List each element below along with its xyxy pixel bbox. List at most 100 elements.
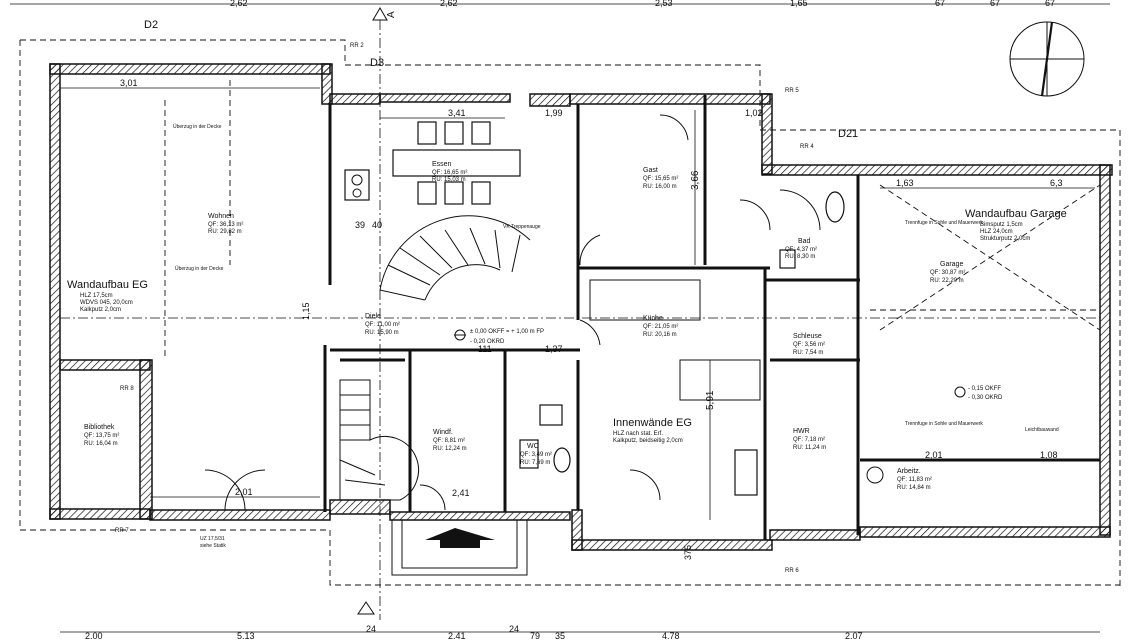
svg-text:Windf.: Windf. xyxy=(433,429,453,436)
svg-text:- 0,15 OKFF: - 0,15 OKFF xyxy=(968,386,1001,392)
svg-text:- 0,20 OKRD: - 0,20 OKRD xyxy=(470,339,505,345)
svg-text:Wandaufbau EG: Wandaufbau EG xyxy=(67,279,148,291)
dim-garage-top: 6,3 xyxy=(1050,178,1063,188)
dim-top-a: 2,62 xyxy=(230,0,248,8)
dim-h5: 1,37 xyxy=(545,344,563,354)
svg-text:- 0,30 OKRD: - 0,30 OKRD xyxy=(968,395,1003,401)
svg-text:RU: 12,24 m: RU: 12,24 m xyxy=(433,446,467,452)
svg-text:WC: WC xyxy=(527,443,539,450)
svg-text:RU: 16,00 m: RU: 16,00 m xyxy=(643,184,677,190)
roof-outline-bottom xyxy=(19,40,1120,586)
section-a-label-top: A xyxy=(386,11,397,18)
note-rr6: RR 6 xyxy=(785,568,799,574)
dim-top2: 3,41 xyxy=(448,108,466,118)
note-trennfuge-1: Trennfuge in Sohle und Mauerwerk xyxy=(905,220,983,226)
svg-text:RU: 11,24 m: RU: 11,24 m xyxy=(793,445,826,451)
svg-text:Arbeitz.: Arbeitz. xyxy=(897,468,921,475)
svg-text:± 0,00 OKFF = + 1,00 m FP: ± 0,00 OKFF = + 1,00 m FP xyxy=(470,329,544,335)
dim-bot7: 35 xyxy=(555,631,565,639)
svg-text:Garage: Garage xyxy=(940,261,963,268)
note-siehe-statik: siehe Statik xyxy=(200,543,226,549)
dim-n375: 375 xyxy=(683,545,693,560)
svg-text:Wandaufbau Garage: Wandaufbau Garage xyxy=(965,208,1067,220)
svg-text:QF: 11,00 m²: QF: 11,00 m² xyxy=(365,322,400,328)
label-d2: D2 xyxy=(144,19,158,31)
svg-text:Essen: Essen xyxy=(432,161,452,168)
dim-h7: 1,08 xyxy=(1040,450,1058,460)
svg-text:QF: 11,83 m²: QF: 11,83 m² xyxy=(897,477,932,483)
svg-text:QF: 16,65 m²: QF: 16,65 m² xyxy=(432,170,467,176)
svg-text:Bad: Bad xyxy=(798,238,811,245)
svg-text:Diele: Diele xyxy=(365,313,381,320)
door-swings xyxy=(204,114,771,511)
dim-bot9: 2,07 xyxy=(845,631,863,639)
dim-h4: 2,41 xyxy=(452,488,470,498)
svg-text:HLZ 17,5cm: HLZ 17,5cm xyxy=(80,293,113,299)
room-hwr: HWR QF: 7,18 m² RU: 11,24 m xyxy=(793,428,826,451)
note-leichtbauwand: Leichtbauwand xyxy=(1025,427,1059,433)
compass xyxy=(1009,21,1085,97)
note-uz: UZ 17,5/31 xyxy=(200,536,225,542)
svg-text:HWR: HWR xyxy=(793,428,810,435)
level-mark-main: ± 0,00 OKFF = + 1,00 m FP - 0,20 OKRD xyxy=(454,329,544,345)
svg-text:QF: 30,87 m²: QF: 30,87 m² xyxy=(930,270,965,276)
note-wandaufbau-eg: Wandaufbau EG HLZ 17,5cm WDVS 045, 20,0c… xyxy=(67,279,148,313)
room-diele: Diele QF: 11,00 m² RU: 15,90 m xyxy=(365,313,400,336)
dim-h2: 5,91 xyxy=(705,390,716,410)
svg-text:QF: 36,13 m²: QF: 36,13 m² xyxy=(208,222,243,228)
dim-bot4: 2,41 xyxy=(448,631,466,639)
dim-h1: 3,66 xyxy=(690,170,701,190)
svg-text:Strukturputz 2,0cm: Strukturputz 2,0cm xyxy=(980,236,1030,242)
kitchen-counter xyxy=(589,279,761,401)
svg-text:RU: 15,90 m: RU: 15,90 m xyxy=(365,330,399,336)
dim-top-b: 2,62 xyxy=(440,0,458,8)
dim-h3: 1,15 xyxy=(301,302,311,320)
svg-text:RU: 8,30 m: RU: 8,30 m xyxy=(785,254,815,260)
svg-text:Kalkputz 2,0cm: Kalkputz 2,0cm xyxy=(80,307,121,313)
staircase-round xyxy=(379,215,531,301)
exterior-walls xyxy=(49,63,1113,551)
dim-bot1: 2,00 xyxy=(85,631,103,639)
note-trennfuge-2: Trennfuge in Sohle und Mauerwerk xyxy=(905,421,983,427)
svg-text:QF: 21,05 m²: QF: 21,05 m² xyxy=(643,324,678,330)
dim-top3: 1,99 xyxy=(545,108,563,118)
note-rr2: RR 2 xyxy=(350,43,364,49)
room-kueche: Küche QF: 21,05 m² RU: 20,16 m xyxy=(643,315,678,338)
dim-bot-2-01: 2,01 xyxy=(235,487,253,497)
svg-text:QF: 8,81 m²: QF: 8,81 m² xyxy=(433,438,465,444)
note-wandaufbau-garage: Wandaufbau Garage Bimsputz 1,5cm HLZ 24,… xyxy=(965,208,1067,242)
dim-top5: 1,63 xyxy=(896,178,914,188)
roof-outline xyxy=(20,39,1121,590)
dim-bot6: 79 xyxy=(530,631,540,639)
svg-text:RU: 20,16 m: RU: 20,16 m xyxy=(643,332,677,338)
interior-walls xyxy=(323,95,1100,540)
svg-text:Bibliothek: Bibliothek xyxy=(84,424,115,431)
room-arbeitszimmer: Arbeitz. QF: 11,83 m² RU: 14,84 m xyxy=(897,468,932,491)
dim-n39: 39 xyxy=(355,220,365,230)
svg-text:QF: 15,65 m²: QF: 15,65 m² xyxy=(643,176,678,182)
svg-text:RU: 22,20 m: RU: 22,20 m xyxy=(930,278,964,284)
dining-table xyxy=(392,121,521,205)
svg-text:Bimsputz 1,5cm: Bimsputz 1,5cm xyxy=(980,222,1023,228)
room-wc: WC QF: 3,49 m² RU: 7,69 m xyxy=(520,443,552,466)
svg-text:Kalkputz, beidseitig 2,0cm: Kalkputz, beidseitig 2,0cm xyxy=(613,438,683,444)
dim-bot2: 5,13 xyxy=(237,631,255,639)
room-wohnen: Wohnen QF: 36,13 m² RU: 29,82 m xyxy=(208,213,243,235)
dim-bot8: 4,78 xyxy=(662,631,680,639)
svg-text:HLZ 24,0cm: HLZ 24,0cm xyxy=(980,229,1013,235)
room-bad: Bad QF: 4,37 m² RU: 8,30 m xyxy=(785,238,817,260)
note-rr4: RR 4 xyxy=(800,144,814,150)
level-mark-garage: - 0,15 OKFF - 0,30 OKRD xyxy=(954,386,1003,401)
dim-top-d: 1,65 xyxy=(790,0,808,8)
dim-bot3: 24 xyxy=(366,624,376,634)
svg-text:Gast: Gast xyxy=(643,167,658,174)
dim-bot5: 24 xyxy=(509,624,519,634)
room-schleuse: Schleuse QF: 3,56 m² RU: 7,54 m xyxy=(793,333,825,356)
svg-text:QF: 3,56 m²: QF: 3,56 m² xyxy=(793,342,825,348)
svg-text:RU: 16,04 m: RU: 16,04 m xyxy=(84,441,118,447)
dim-h6: 2,01 xyxy=(925,450,943,460)
svg-text:RU: 14,84 m: RU: 14,84 m xyxy=(897,485,931,491)
label-d21: D21 xyxy=(838,128,858,140)
